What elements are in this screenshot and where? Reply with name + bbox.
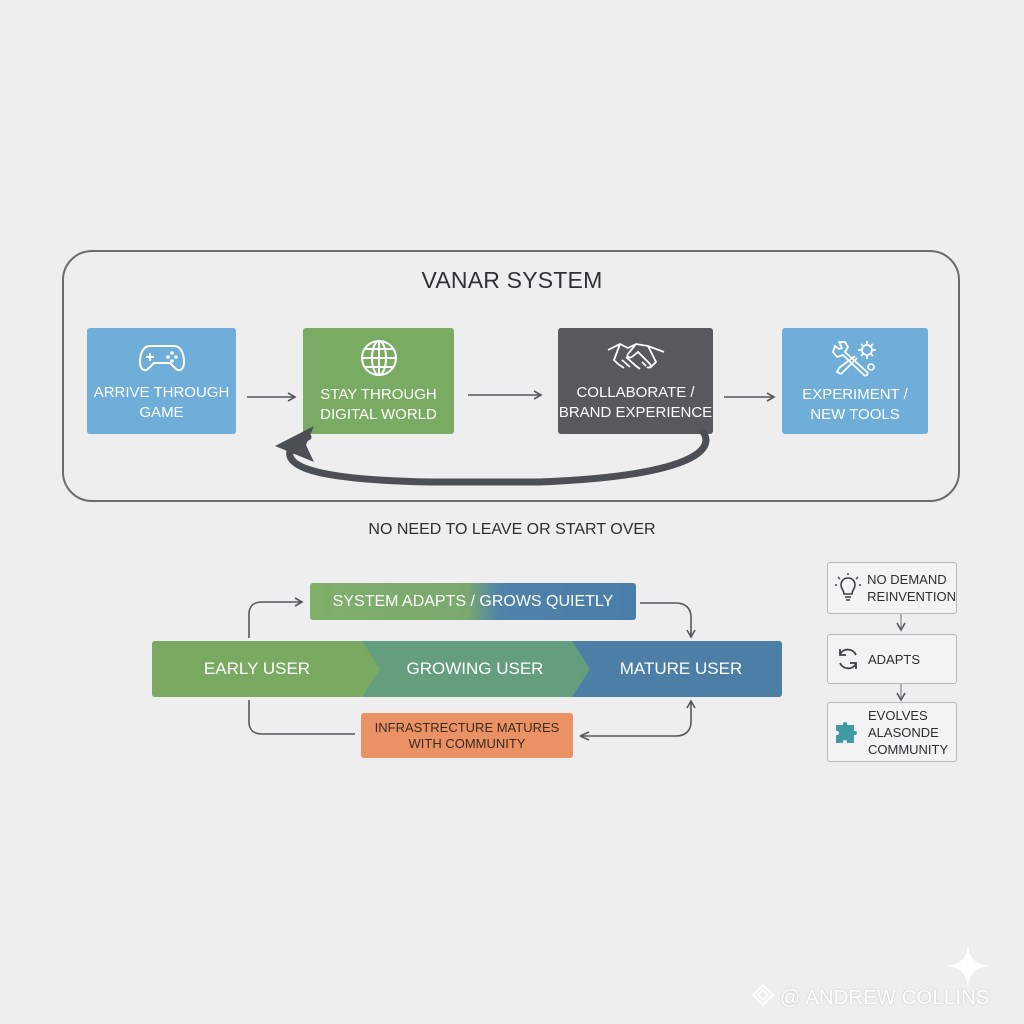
globe-icon [357,338,401,378]
handshake-icon [606,338,666,376]
watermark: @ ANDREW COLLINS [751,983,990,1012]
growing-user-label: GROWING USER [406,659,544,678]
infrastructure-pill: INFRASTRECTURE MATURES WITH COMMUNITY [361,713,573,758]
stage-label: STAY THROUGH DIGITAL WORLD [320,386,437,423]
system-title: VANAR SYSTEM [421,267,603,293]
refresh-icon [828,646,868,672]
tools-gear-icon [831,338,879,378]
side-label: ADAPTS [868,651,921,667]
stage-label: EXPERIMENT / NEW TOOLS [802,386,908,423]
watermark-text: @ ANDREW COLLINS [780,986,990,1009]
system-frame [62,250,960,502]
side-box-adapts: ADAPTS [827,634,957,684]
stage-experiment-new-tools: EXPERIMENT / NEW TOOLS [782,328,928,434]
early-user-label: EARLY USER [203,659,311,678]
side-box-evolves: EVOLVES ALASONDE COMMUNITY [827,702,957,762]
user-bar-chevrons [152,641,782,697]
stage-stay-through-digital-world: STAY THROUGH DIGITAL WORLD [303,328,454,434]
stage-label: COLLABORATE / BRAND EXPERIENCE [558,384,713,421]
gamepad-icon [137,338,187,376]
stage-label: ARRIVE THROUGH GAME [93,384,230,421]
system-adapts-pill: SYSTEM ADAPTS / GROWS QUIETLY [310,583,636,620]
arrow-infra-to-mature [580,699,696,737]
user-maturity-bar: EARLY USER GROWING USER MATURE USER [152,641,782,697]
mature-user-label: MATURE USER [619,659,743,678]
side-label: NO DEMAND REINVENTION [867,572,956,604]
stage-arrive-through-game: ARRIVE THROUGH GAME [87,328,236,434]
loop-caption: NO NEED TO LEAVE OR START OVER [368,521,656,538]
side-box-no-demand: NO DEMAND REINVENTION [827,562,957,614]
stage-collaborate-brand-experience: COLLABORATE / BRAND EXPERIENCE [558,328,713,434]
diamond-logo-icon [751,983,775,1012]
puzzle-icon [828,717,868,747]
side-label: EVOLVES ALASONDE COMMUNITY [868,707,949,757]
arrow-adapts-to-mature [640,602,696,639]
arrow-early-to-adapts [248,597,304,638]
lightbulb-icon [828,572,867,604]
return-loop-arrow [275,426,710,486]
sparkle-icon [946,944,990,988]
arrow-early-to-infra [248,700,355,735]
